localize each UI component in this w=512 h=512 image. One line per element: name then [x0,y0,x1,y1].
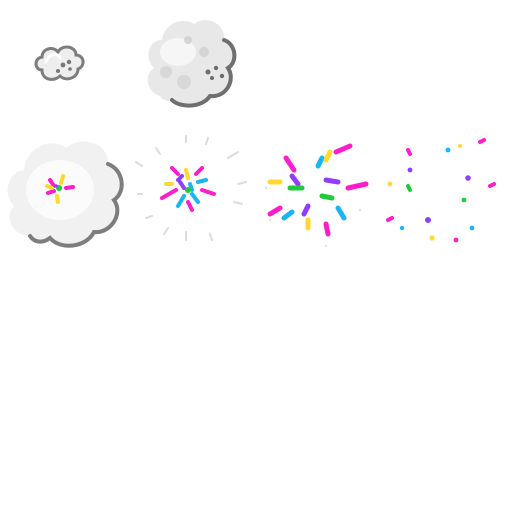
confetti-burst-2 [264,143,369,248]
confetti-burst-3 [386,138,496,243]
confetti-burst-1 [135,135,247,241]
smoke-puff-medium [147,19,237,108]
smoke-puff-burst [7,141,124,248]
smoke-puff-small [34,45,85,81]
